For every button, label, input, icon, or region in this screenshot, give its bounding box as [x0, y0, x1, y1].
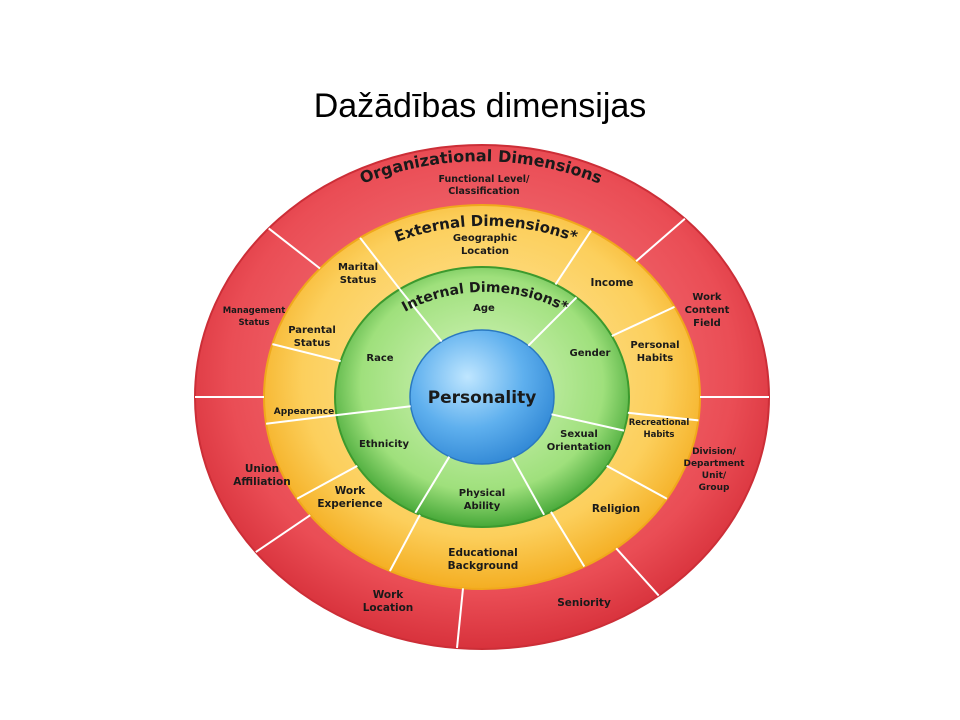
external-divider — [554, 230, 592, 285]
personality-label: Personality — [428, 388, 537, 408]
external-divider — [550, 511, 586, 568]
slide-title: Dažādības dimensijas — [313, 87, 647, 125]
internal-segment-label: Gender — [570, 348, 611, 359]
external-segment-label: Income — [591, 277, 634, 289]
external-divider — [611, 305, 675, 337]
internal-divider — [399, 288, 443, 343]
external-divider — [296, 465, 358, 500]
external-divider — [359, 237, 401, 290]
internal-segment-label: Ethnicity — [359, 439, 409, 450]
internal-divider — [527, 296, 578, 347]
external-divider — [389, 514, 421, 572]
organizational-divider — [255, 514, 311, 553]
external-divider — [606, 465, 668, 500]
organizational-divider — [635, 218, 686, 262]
external-divider — [272, 343, 341, 363]
external-segment-label: Appearance — [274, 407, 334, 417]
organizational-divider — [615, 547, 660, 597]
internal-divider — [336, 405, 411, 417]
internal-divider — [511, 457, 545, 516]
organizational-segment-label: Functional Level/Classification — [438, 174, 530, 197]
organizational-divider — [268, 227, 321, 270]
personality-core — [409, 329, 555, 465]
external-divider — [265, 414, 337, 425]
external-divider — [627, 411, 699, 422]
internal-segment-label: Age — [473, 303, 495, 314]
internal-divider — [414, 456, 451, 514]
external-segment-label: Religion — [592, 503, 640, 515]
internal-segment-label: Race — [366, 353, 393, 364]
internal-divider — [551, 413, 625, 432]
organizational-segment-label: Seniority — [557, 597, 611, 609]
organizational-divider — [456, 588, 464, 649]
